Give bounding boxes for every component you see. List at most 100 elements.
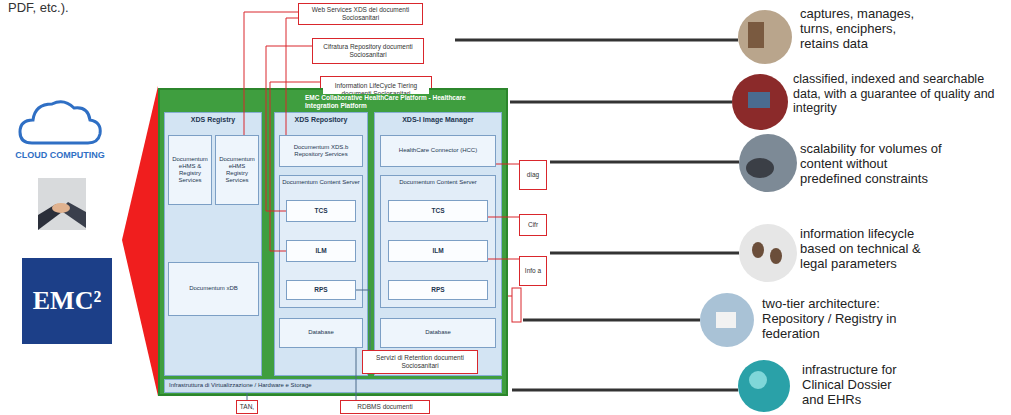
service-box: ILM bbox=[388, 240, 488, 262]
server-box: Documentum Content ServerTCS ILM RPS bbox=[380, 175, 496, 308]
box-label: TAN, bbox=[240, 403, 254, 411]
connector-line bbox=[356, 348, 357, 400]
component-box: Documentum eHMS Registry Services bbox=[215, 135, 259, 205]
box-heading: EMC Collaborative HealthCare Platform - … bbox=[305, 94, 500, 110]
component-box: Documentum eHMS & Registry Services bbox=[168, 135, 212, 205]
photo-circle bbox=[739, 134, 797, 192]
component-box: HealthCare Connector (HCC) bbox=[380, 135, 496, 167]
box-heading: XDS Registry bbox=[191, 116, 235, 124]
connector-line bbox=[270, 82, 320, 251]
photo-detail bbox=[752, 242, 764, 258]
box-label: Cifr bbox=[528, 221, 538, 229]
photo-circle bbox=[738, 10, 792, 64]
pointer-line bbox=[510, 101, 732, 104]
box-label: diag bbox=[527, 171, 539, 179]
box-heading: XDS-I Image Manager bbox=[402, 116, 474, 124]
box-heading: Documentum Content Server bbox=[399, 179, 477, 186]
pointer-line bbox=[550, 252, 739, 255]
component-box: Documentum XDS.b Repository Services bbox=[279, 135, 363, 167]
callout-box: Web Services XDS dei documenti Sociosani… bbox=[298, 3, 423, 25]
pointer-line bbox=[550, 161, 739, 164]
pointer-line bbox=[512, 389, 738, 392]
server-box: Documentum Content ServerTCS ILM RPS bbox=[279, 175, 363, 308]
module-column: XDS RegistryDocumentum eHMS & Registry S… bbox=[164, 112, 262, 376]
connector-line bbox=[356, 290, 370, 350]
cloud-icon bbox=[20, 102, 100, 143]
box-label: EMC² bbox=[33, 285, 101, 316]
box-label: Documentum xDB bbox=[189, 285, 238, 292]
feature-text: information lifecycle based on technical… bbox=[800, 226, 940, 272]
callout-box: Cifratura Repository documenti Sociosani… bbox=[312, 38, 424, 64]
cloud-label: CLOUD COMPUTING bbox=[0, 150, 120, 161]
callout-box: Info a bbox=[519, 256, 547, 286]
component-box: Database bbox=[380, 318, 496, 348]
connector-line bbox=[496, 164, 519, 165]
service-box: RPS bbox=[286, 280, 356, 300]
photo-detail bbox=[716, 312, 736, 328]
box-label: Documentum XDS.b Repository Services bbox=[282, 144, 360, 158]
feature-text: two-tier architecture: Repository / Regi… bbox=[762, 296, 897, 342]
box-label: ILM bbox=[315, 247, 326, 255]
box-label: Infrastruttura di Virtualizzazione / Har… bbox=[169, 382, 312, 389]
red-wedge bbox=[122, 86, 158, 396]
service-box: RPS bbox=[388, 280, 488, 300]
photo-circle bbox=[738, 360, 790, 412]
handshake-hands bbox=[52, 203, 70, 213]
photo-detail bbox=[770, 248, 782, 264]
photo-detail bbox=[748, 22, 764, 48]
box-label: Web Services XDS dei documenti Sociosani… bbox=[301, 6, 420, 22]
service-box: TCS bbox=[286, 200, 356, 222]
callout-box: diag bbox=[519, 160, 547, 190]
box-heading: Documentum Content Server bbox=[282, 179, 360, 186]
box-label: RDBMS documenti bbox=[357, 403, 412, 411]
service-box: ILM bbox=[286, 240, 356, 262]
service-box: TCS bbox=[388, 200, 488, 222]
photo-circle bbox=[700, 293, 754, 347]
component-box: Database bbox=[279, 318, 363, 348]
pointer-line bbox=[523, 319, 700, 322]
component-box: Documentum xDB bbox=[168, 262, 259, 316]
module-column: XDS-I Image ManagerHealthCare Connector … bbox=[374, 112, 502, 376]
box-label: ILM bbox=[432, 247, 443, 255]
connector-line bbox=[244, 12, 298, 135]
photo-detail bbox=[748, 92, 770, 108]
box-label: Cifratura Repository documenti Sociosani… bbox=[315, 43, 421, 59]
box-label: Servizi di Retention documenti Sociosani… bbox=[365, 354, 475, 370]
box-label: Documentum eHMS Registry Services bbox=[218, 156, 256, 185]
box-label: Database bbox=[425, 329, 451, 336]
module-column: XDS RepositoryDocumentum XDS.b Repositor… bbox=[274, 112, 368, 376]
feature-text: captures, manages, turns, enciphers, ret… bbox=[800, 6, 925, 52]
handshake-photo bbox=[38, 178, 86, 230]
connector-line bbox=[247, 393, 248, 400]
connector-line bbox=[488, 259, 519, 260]
box-label: Info a bbox=[525, 267, 541, 275]
connector-line bbox=[266, 46, 312, 211]
photo-detail bbox=[746, 158, 774, 178]
callout-box: RDBMS documenti bbox=[340, 400, 430, 414]
photo-circle bbox=[732, 74, 788, 130]
box-heading: XDS Repository bbox=[295, 116, 348, 124]
box-label: HealthCare Connector (HCC) bbox=[399, 147, 477, 154]
connector-line bbox=[488, 217, 519, 218]
callout-box: Cifr bbox=[519, 214, 547, 236]
photo-circle bbox=[739, 224, 797, 282]
feature-text: infrastructure for Clinical Dossier and … bbox=[802, 362, 912, 408]
box-label: RPS bbox=[431, 286, 444, 294]
box-label: TCS bbox=[432, 207, 445, 215]
callout-box: Servizi di Retention documenti Sociosani… bbox=[362, 350, 478, 374]
box-label: TCS bbox=[315, 207, 328, 215]
connector-line bbox=[286, 18, 298, 135]
box-label: RPS bbox=[314, 286, 327, 294]
box-label: Documentum eHMS & Registry Services bbox=[171, 156, 209, 185]
feature-text: scalability for volumes of content witho… bbox=[800, 141, 948, 187]
callout-box-cut bbox=[512, 288, 521, 322]
logo-box: EMC² bbox=[22, 258, 112, 344]
feature-text: classified, indexed and searchable data,… bbox=[793, 72, 1005, 116]
box-label: Database bbox=[308, 329, 334, 336]
infrastructure-band: Infrastruttura di Virtualizzazione / Har… bbox=[164, 379, 502, 393]
callout-box: TAN, bbox=[236, 400, 258, 414]
note-text: PDF, etc.). bbox=[8, 0, 228, 15]
pointer-line bbox=[455, 39, 738, 42]
photo-detail bbox=[749, 371, 767, 389]
